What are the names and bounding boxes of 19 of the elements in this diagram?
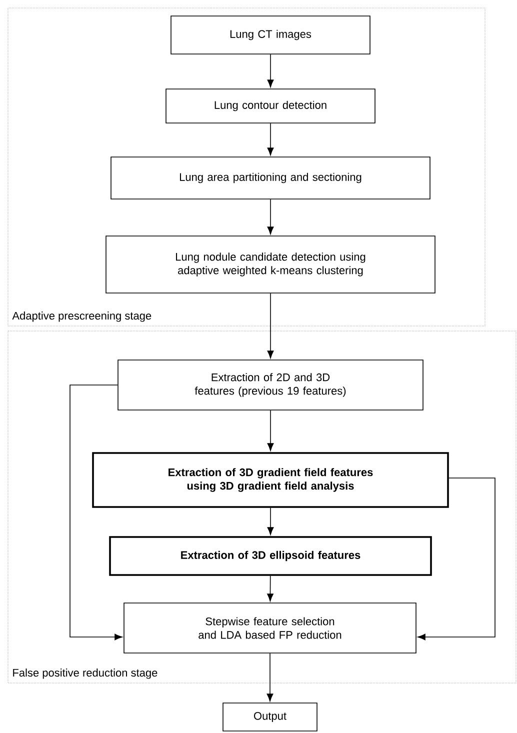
process-box: Lung area partitioning and sectioning (110, 156, 430, 200)
process-box: Extraction of 3D ellipsoid features (109, 536, 432, 576)
arrow (418, 478, 496, 640)
arrow (267, 199, 274, 234)
arrow (267, 410, 274, 451)
process-box: Lung CT images (170, 16, 370, 54)
arrow (267, 123, 274, 156)
arrow (70, 384, 122, 640)
arrow (267, 508, 274, 535)
process-box: Stepwise feature selection and LDA based FP reduction (124, 602, 416, 654)
arrow (266, 653, 274, 702)
process-box: Extraction of 2D and 3D features (previous 19 features) (118, 360, 424, 410)
process-box: Lung nodule candidate detection using adaptive weighted k-means clustering (106, 236, 436, 294)
process-box: Output (222, 702, 318, 732)
arrow (267, 576, 274, 602)
arrow (267, 54, 274, 88)
process-box: Lung contour detection (166, 88, 376, 124)
process-box: Extraction of 3D gradient field features using 3D gradient field analysis (92, 452, 449, 508)
arrow (267, 293, 274, 358)
